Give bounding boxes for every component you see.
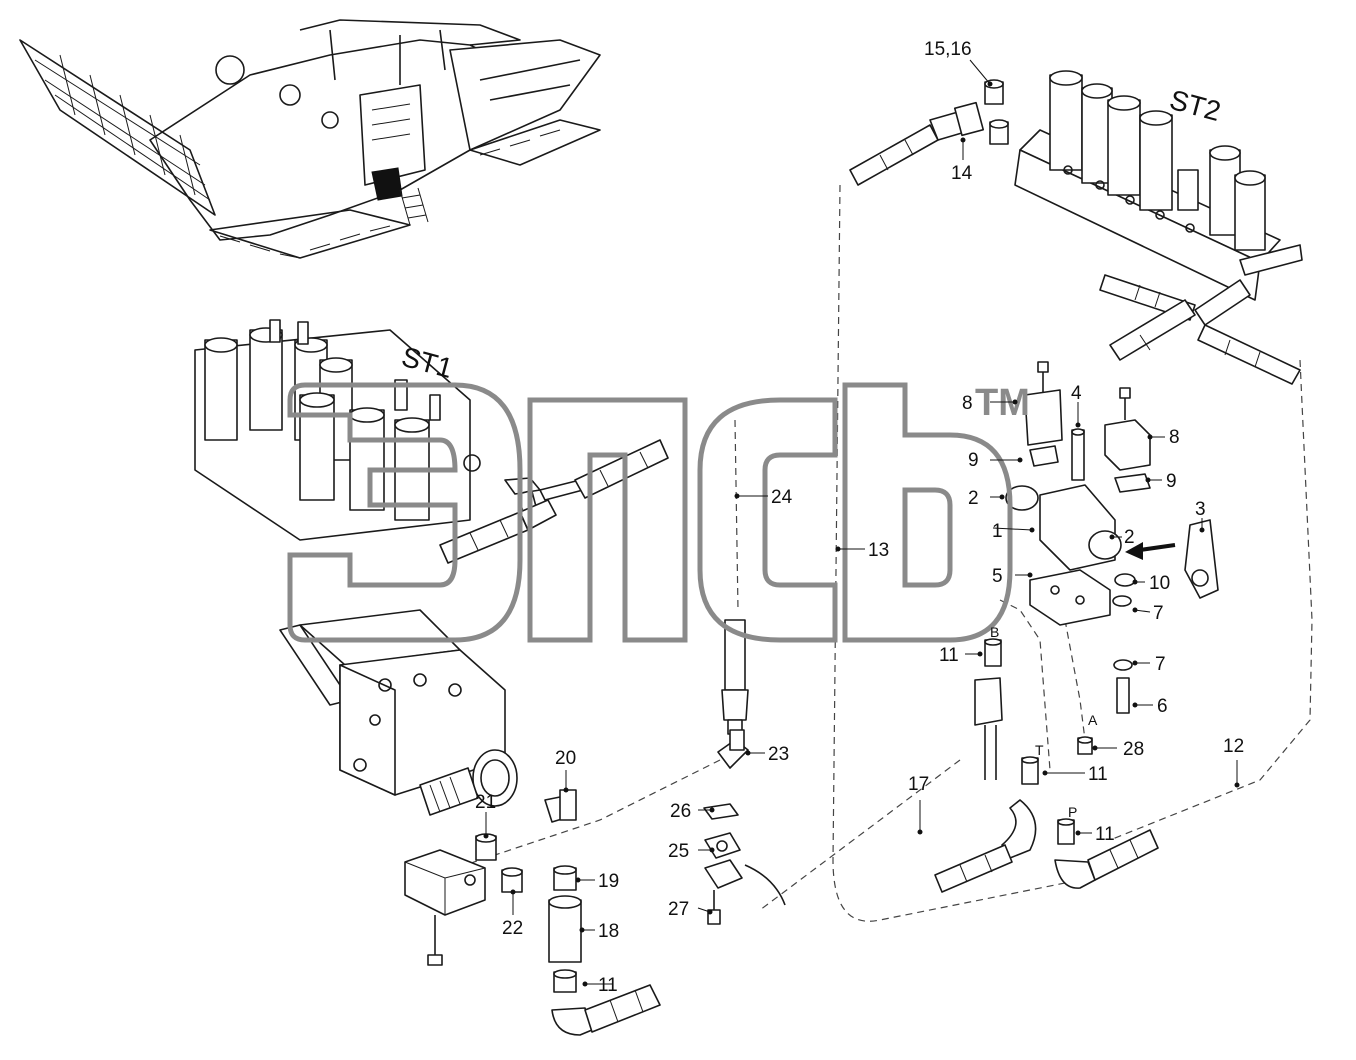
- callout-labels: 1 2 2 3 4 5 6 7 7 8 8 9 9 10 11 11 11 11…: [475, 39, 1244, 996]
- callout-26: 26: [670, 801, 691, 822]
- watermark-trademark: TM: [975, 382, 1030, 424]
- lower-right-hoses: [934, 756, 1159, 893]
- callout-8: 8: [962, 393, 973, 414]
- callout-4: 4: [1071, 383, 1082, 404]
- central-valve-assembly: [974, 361, 1219, 780]
- machine-overview-illustration: [19, 19, 601, 259]
- callout-7: 7: [1155, 654, 1166, 675]
- callout-11: 11: [1088, 764, 1108, 785]
- lower-left-valve-assembly: [279, 609, 523, 966]
- callout-22: 22: [502, 918, 523, 939]
- callout-9: 9: [1166, 471, 1177, 492]
- st2-hoses: [1099, 244, 1303, 385]
- hose-routing-dashed: [449, 184, 1313, 922]
- st1-hoses: [439, 439, 669, 564]
- callout-12: 12: [1223, 736, 1244, 757]
- tee-fitting-14-15-16: [849, 79, 1009, 186]
- port-label-b: B: [990, 624, 999, 640]
- callout-14: 14: [951, 163, 973, 184]
- callout-11: 11: [1095, 824, 1115, 845]
- callout-2: 2: [1124, 527, 1135, 548]
- callout-2: 2: [968, 488, 979, 509]
- callout-18: 18: [598, 921, 619, 942]
- st2-valve-bank: [1014, 70, 1281, 301]
- callout-leaders: [483, 59, 1240, 987]
- callout-5: 5: [992, 566, 1003, 587]
- callout-1: 1: [992, 521, 1003, 542]
- callout-10: 10: [1149, 573, 1170, 594]
- callout-15-16: 15,16: [924, 39, 972, 60]
- callout-28: 28: [1123, 739, 1144, 760]
- callout-23: 23: [768, 744, 789, 765]
- callout-7: 7: [1153, 603, 1164, 624]
- callout-24: 24: [771, 487, 793, 508]
- port-label-p: P: [1068, 804, 1077, 820]
- callout-20: 20: [555, 748, 576, 769]
- callout-13: 13: [868, 540, 889, 561]
- hose-24-23: [717, 619, 749, 769]
- callout-17: 17: [908, 774, 929, 795]
- watermark-outline: [287, 382, 1013, 643]
- filter-line: [544, 789, 661, 1036]
- callout-27: 27: [668, 899, 689, 920]
- assembly-label-st2: ST2: [1166, 84, 1224, 127]
- port-label-t: T: [1035, 742, 1044, 758]
- hose-clamp-parts: [703, 803, 786, 925]
- callout-11: 11: [598, 975, 618, 996]
- callout-8: 8: [1169, 427, 1180, 448]
- callout-19: 19: [598, 871, 619, 892]
- callout-6: 6: [1157, 696, 1168, 717]
- callout-11: 11: [939, 645, 959, 666]
- port-label-a: A: [1088, 712, 1098, 728]
- callout-25: 25: [668, 841, 689, 862]
- callout-21: 21: [475, 792, 496, 813]
- callout-9: 9: [968, 450, 979, 471]
- callout-3: 3: [1195, 499, 1206, 520]
